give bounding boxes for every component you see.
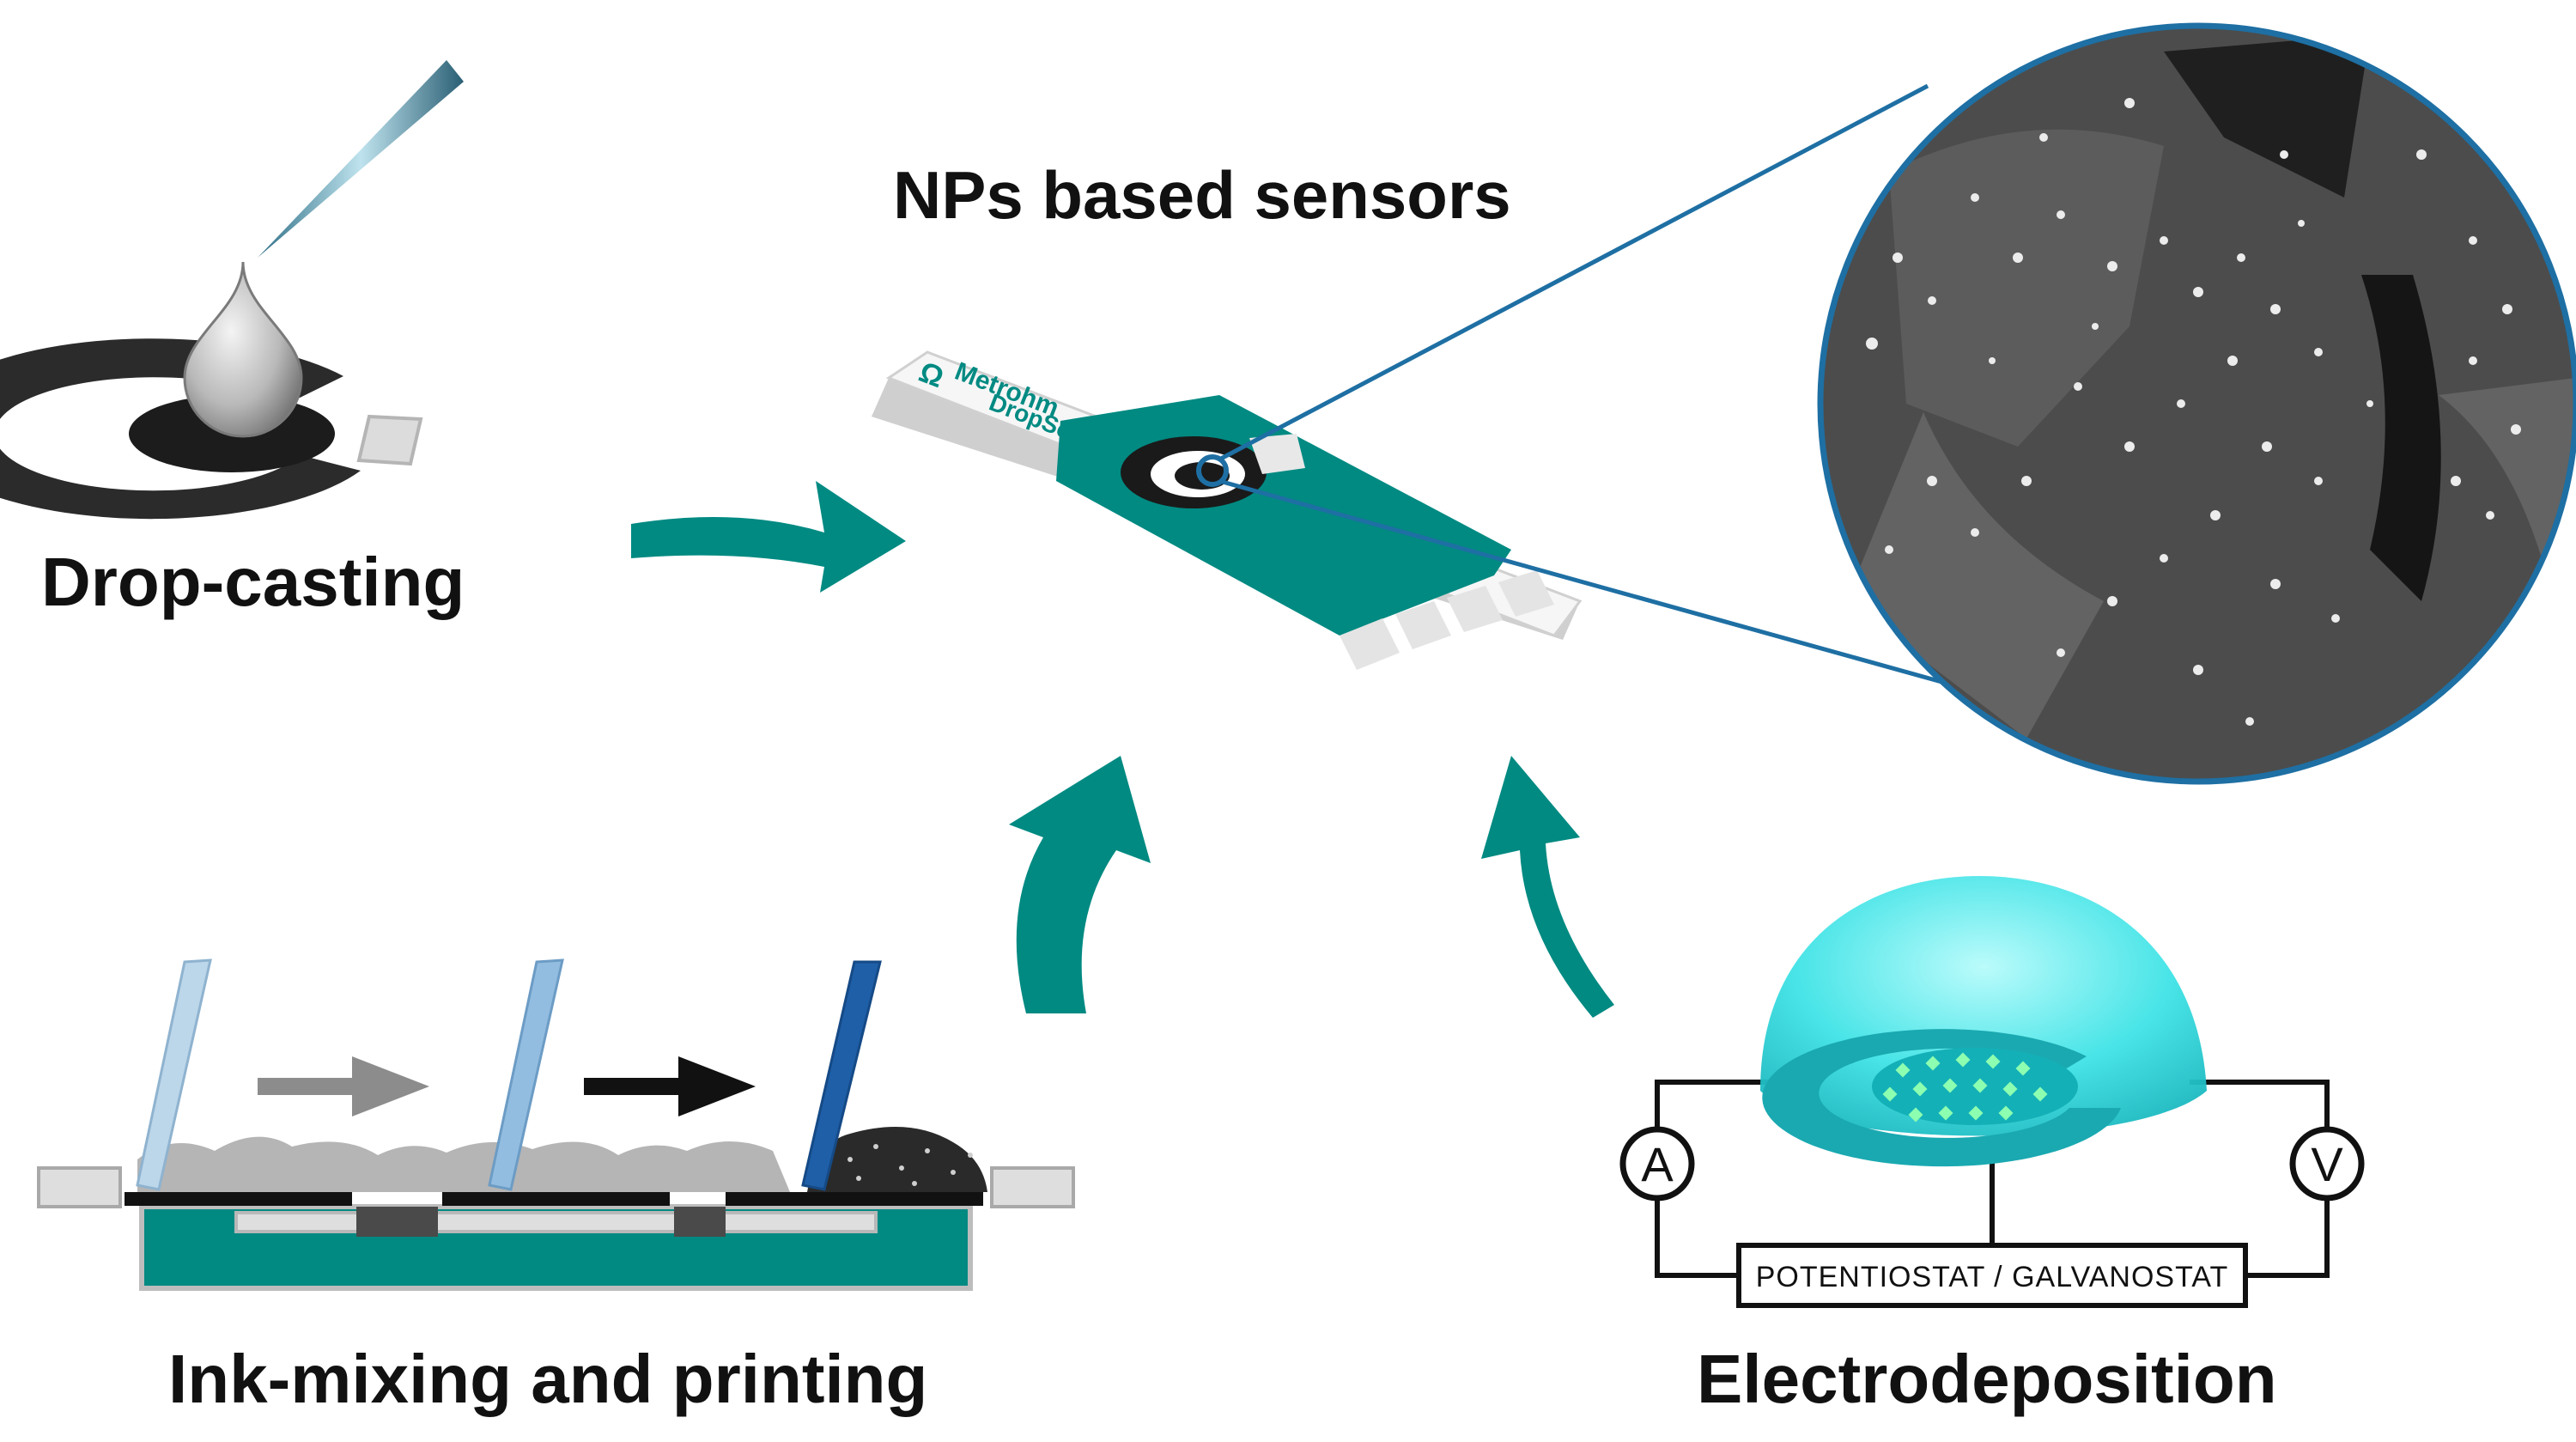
stencil-segment-3 — [726, 1192, 983, 1206]
squeegee-1-icon — [136, 958, 212, 1191]
ink-nanoparticle-dots — [848, 1144, 973, 1186]
grey-step-arrow — [258, 1056, 429, 1116]
electrodeposition-label: Electrodeposition — [1697, 1341, 2277, 1417]
printed-electrode-1 — [356, 1207, 438, 1237]
electrodeposition-illustration: A V POTENTIOSTAT / GALVANOSTAT — [1619, 876, 2365, 1308]
contact-pad-icon — [356, 414, 423, 466]
potentiostat-label: POTENTIOSTAT / GALVANOSTAT — [1756, 1261, 2229, 1293]
arrow-ink-to-sensor — [1009, 756, 1151, 1013]
zoom-line-top — [1218, 83, 1929, 462]
zoom-spot — [1196, 454, 1229, 487]
strip-window — [1249, 434, 1305, 474]
voltmeter-icon — [2289, 1126, 2365, 1202]
drop-casting-illustration — [0, 60, 464, 520]
ammeter-icon — [1619, 1126, 1695, 1202]
zoom-line-bottom — [1218, 478, 1946, 685]
arrow-electro-to-sensor — [1481, 756, 1614, 1018]
deposited-nanoparticles — [1882, 1052, 2048, 1123]
black-ink-layer — [807, 1127, 987, 1192]
electrolyte-dome — [1760, 876, 2207, 1136]
stencil-segment-2 — [442, 1192, 670, 1206]
ammeter-label: A — [1641, 1137, 1674, 1191]
printer-tray — [234, 1211, 878, 1233]
sem-zoom-ring — [1817, 22, 2576, 785]
ink-printing-illustration — [37, 958, 1075, 1291]
stencil-segment-1 — [125, 1192, 352, 1206]
strip-contacts — [1340, 570, 1554, 670]
sem-micrograph — [1820, 26, 2576, 782]
circuit-wire-left — [1655, 1080, 1769, 1129]
screen-printed-electrode: Ω Metrohm DropSens — [872, 350, 1583, 670]
circuit-wire-right — [2190, 1080, 2330, 1129]
circuit-wire-right-low — [2245, 1198, 2330, 1278]
arrow-drop-to-sensor — [631, 481, 906, 593]
droplet-icon — [183, 261, 303, 438]
nanoparticle-dots — [1866, 98, 2521, 726]
squeegee-2-icon — [488, 958, 564, 1191]
voltmeter-label: V — [2311, 1137, 2343, 1191]
potentiostat-box — [1736, 1243, 2248, 1308]
left-clamp — [37, 1166, 122, 1208]
grey-ink-layer — [137, 1136, 790, 1192]
drop-casting-label: Drop-casting — [41, 544, 465, 620]
black-step-arrow — [584, 1056, 756, 1116]
electrolyte-electrode-ring — [1762, 1029, 2121, 1167]
pipette-tip-icon — [258, 60, 464, 258]
ink-mixing-label: Ink-mixing and printing — [168, 1341, 928, 1417]
diagram-title: NPs based sensors — [893, 157, 1511, 233]
squeegee-3-icon — [801, 960, 882, 1191]
right-clamp — [990, 1166, 1075, 1208]
printed-electrode-2 — [674, 1207, 726, 1237]
circuit-wire-left-low — [1655, 1198, 1739, 1278]
